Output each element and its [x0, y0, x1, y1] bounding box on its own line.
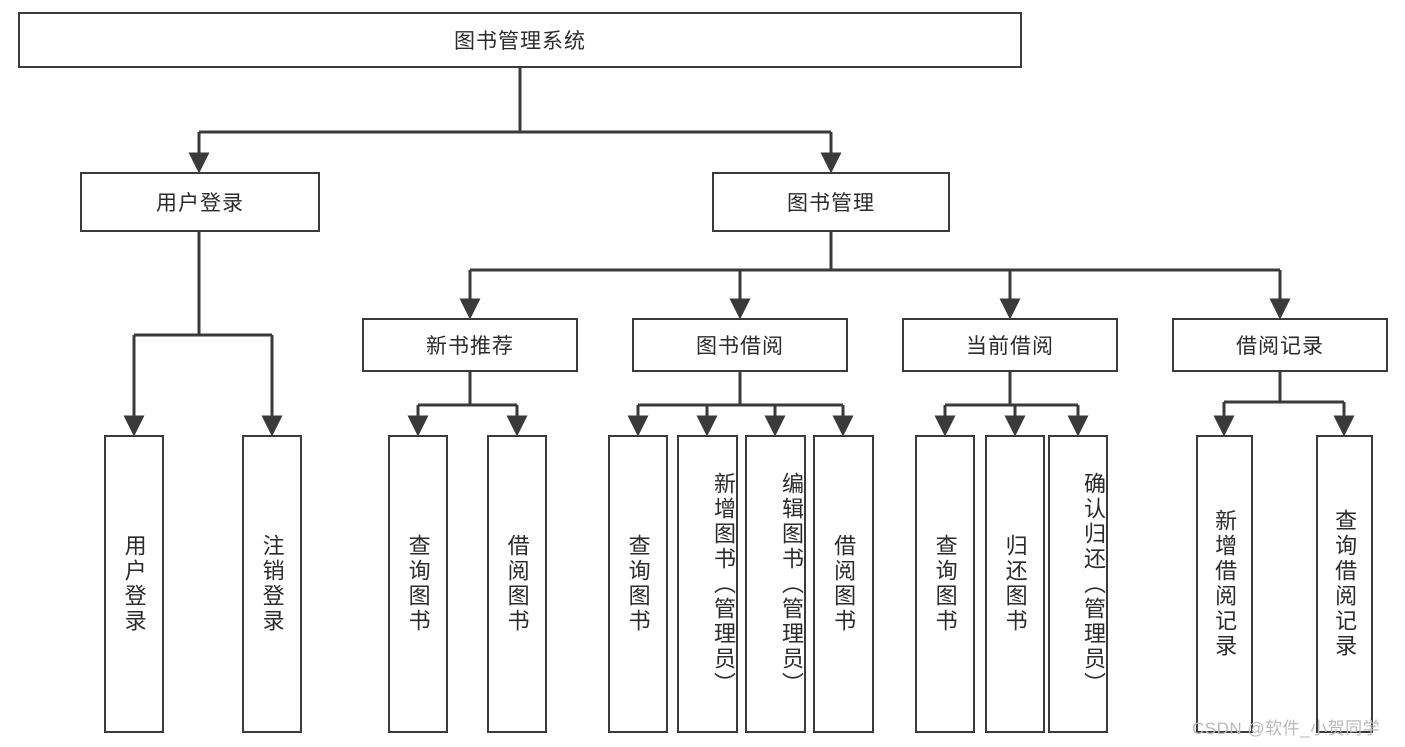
node-leaf-cur-query-label: 查询图书	[932, 534, 958, 634]
node-leaf-user-login-label: 用户登录	[121, 534, 147, 634]
node-leaf-cur-confirm[interactable]: 确认归还（管理员）	[1048, 435, 1108, 733]
node-leaf-cur-return-label: 归还图书	[1002, 534, 1028, 634]
node-user-login[interactable]: 用户登录	[80, 172, 320, 232]
node-book-borrow[interactable]: 图书借阅	[632, 318, 848, 372]
node-root-label: 图书管理系统	[454, 30, 586, 53]
node-root[interactable]: 图书管理系统	[18, 12, 1022, 68]
node-borrow-record-label: 借阅记录	[1236, 335, 1324, 358]
node-borrow-record[interactable]: 借阅记录	[1172, 318, 1388, 372]
node-leaf-cur-return[interactable]: 归还图书	[985, 435, 1045, 733]
node-leaf-rec-add[interactable]: 新增借阅记录	[1196, 435, 1253, 733]
node-leaf-borrow-do[interactable]: 借阅图书	[813, 435, 874, 733]
node-leaf-rec-add-label: 新增借阅记录	[1212, 509, 1238, 659]
node-leaf-user-logout[interactable]: 注销登录	[242, 435, 302, 733]
node-leaf-borrow-do-label: 借阅图书	[831, 534, 857, 634]
node-leaf-borrow-edit-label: 编辑图书（管理员）	[779, 471, 804, 697]
node-book-manage-label: 图书管理	[787, 192, 875, 215]
node-leaf-borrow-add-label: 新增图书（管理员）	[711, 471, 736, 697]
node-leaf-user-login[interactable]: 用户登录	[104, 435, 164, 733]
node-current-borrow[interactable]: 当前借阅	[902, 318, 1118, 372]
node-leaf-rec-borrow-label: 借阅图书	[504, 534, 530, 634]
node-leaf-user-logout-label: 注销登录	[259, 534, 285, 634]
node-leaf-rec-search-label: 查询借阅记录	[1332, 509, 1358, 659]
node-leaf-cur-query[interactable]: 查询图书	[915, 435, 975, 733]
node-leaf-borrow-add[interactable]: 新增图书（管理员）	[677, 435, 738, 733]
csdn-watermark: CSDN @软件_小贺同学	[1192, 719, 1381, 738]
node-new-book-rec[interactable]: 新书推荐	[362, 318, 578, 372]
node-leaf-borrow-query-label: 查询图书	[625, 534, 651, 634]
node-book-borrow-label: 图书借阅	[696, 335, 784, 358]
node-user-login-label: 用户登录	[156, 192, 244, 215]
node-current-borrow-label: 当前借阅	[966, 335, 1054, 358]
node-leaf-rec-query[interactable]: 查询图书	[388, 435, 448, 733]
node-book-manage[interactable]: 图书管理	[712, 172, 950, 232]
node-leaf-rec-borrow[interactable]: 借阅图书	[487, 435, 547, 733]
node-leaf-cur-confirm-label: 确认归还（管理员）	[1081, 471, 1106, 697]
node-leaf-borrow-query[interactable]: 查询图书	[608, 435, 668, 733]
node-leaf-borrow-edit[interactable]: 编辑图书（管理员）	[745, 435, 806, 733]
node-leaf-rec-query-label: 查询图书	[405, 534, 431, 634]
node-new-book-rec-label: 新书推荐	[426, 335, 514, 358]
node-leaf-rec-search[interactable]: 查询借阅记录	[1316, 435, 1373, 733]
